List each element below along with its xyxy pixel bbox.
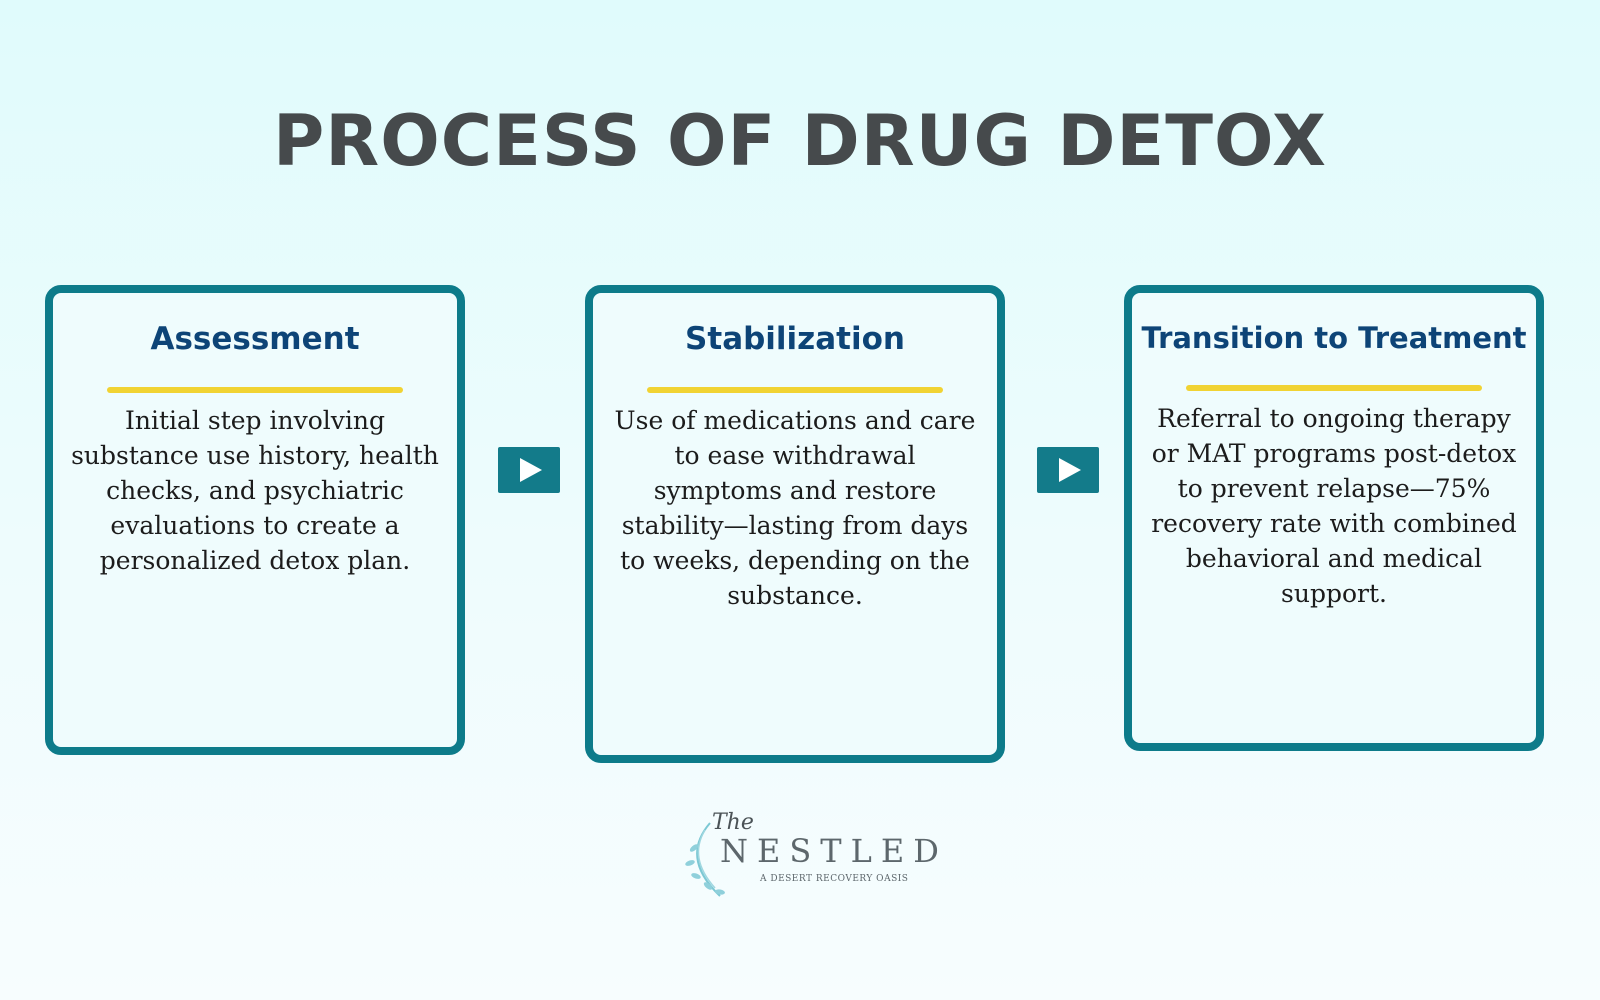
logo-name: NESTLED — [720, 832, 948, 870]
page-title: PROCESS OF DRUG DETOX — [273, 100, 1327, 182]
step-description: Referral to ongoing therapy or MAT progr… — [1151, 404, 1517, 608]
play-arrow-icon — [498, 447, 560, 493]
yellow-divider — [1186, 385, 1482, 391]
nestled-logo: The NESTLED A DESERT RECOVERY OASIS — [680, 810, 940, 900]
step-card-assessment: Assessment Initial step involving substa… — [45, 285, 465, 755]
step-card-transition: Transition to Treatment Referral to ongo… — [1124, 285, 1544, 751]
logo-prefix: The — [712, 810, 754, 835]
yellow-divider — [647, 387, 943, 393]
play-arrow-icon — [1037, 447, 1099, 493]
step-heading: Assessment — [150, 321, 360, 357]
yellow-divider — [107, 387, 403, 393]
step-heading: Stabilization — [685, 321, 905, 357]
logo-tagline: A DESERT RECOVERY OASIS — [760, 874, 909, 884]
step-description: Initial step involving substance use his… — [71, 406, 439, 575]
step-heading: Transition to Treatment — [1141, 321, 1527, 355]
leaf-wreath-icon — [685, 822, 725, 897]
step-description: Use of medications and care to ease with… — [614, 406, 976, 610]
step-card-stabilization: Stabilization Use of medications and car… — [585, 285, 1005, 763]
